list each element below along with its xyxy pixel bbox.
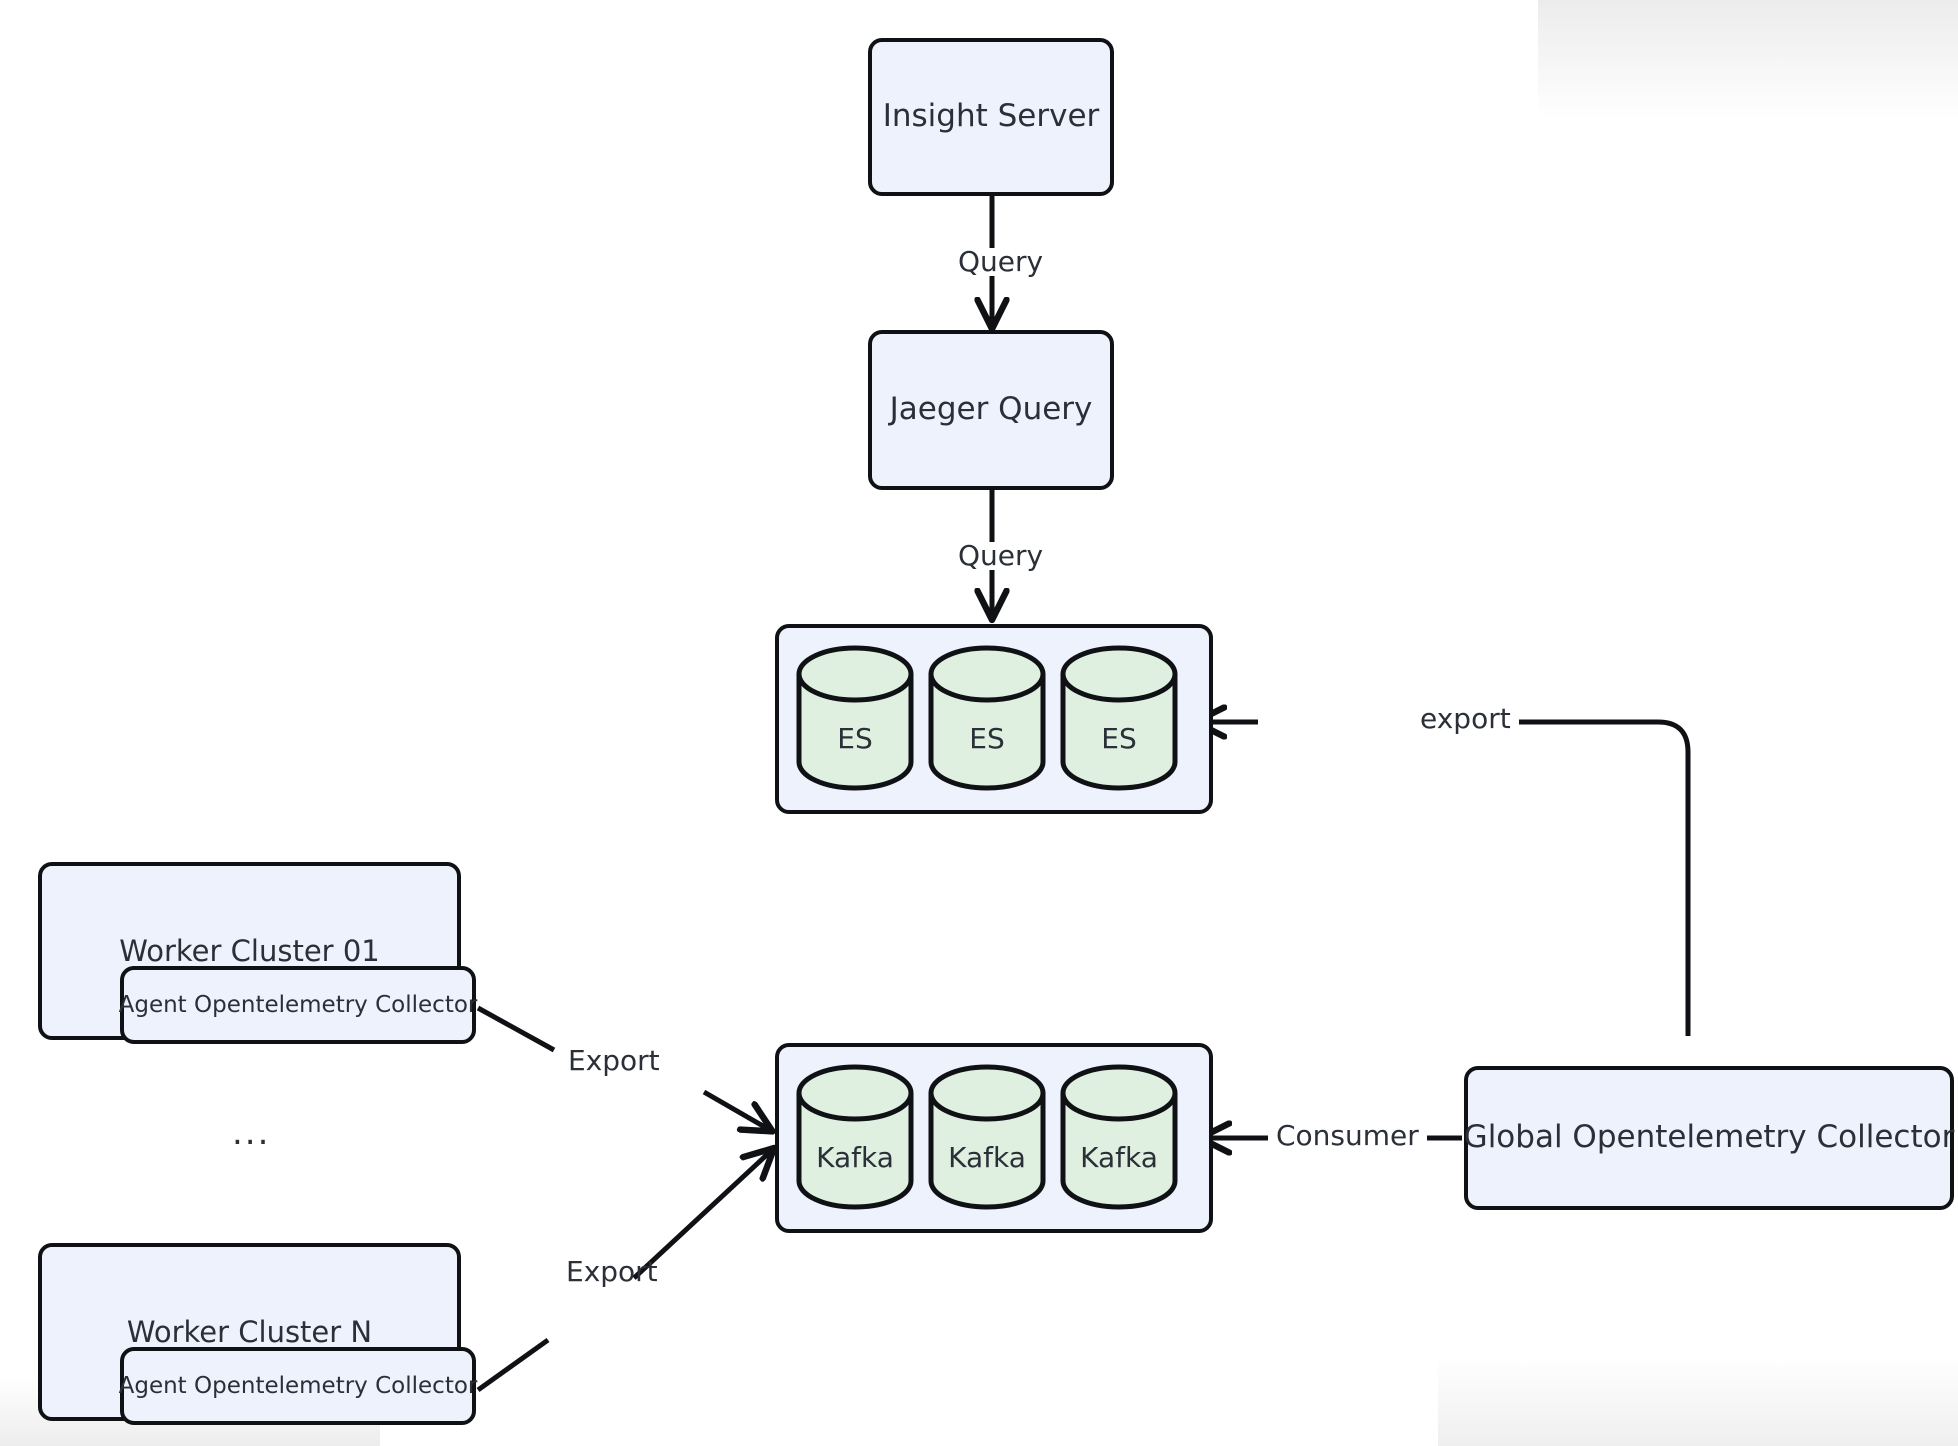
node-worker-cluster-n-agent[interactable]: Agent Opentelemetry Collector [118, 1347, 478, 1425]
node-jaeger-query[interactable]: Jaeger Query [868, 330, 1114, 490]
connector-global-to-es-right-segment [1480, 719, 1691, 1036]
node-insight-server[interactable]: Insight Server [868, 38, 1114, 196]
connector-workern-to-kafka-arrow [632, 1150, 772, 1280]
store-kafka-1[interactable]: Kafka [795, 1063, 915, 1211]
node-worker-cluster-01-agent[interactable]: Agent Opentelemetry Collector [118, 966, 478, 1044]
edge-label-export-workern-kafka: Export [566, 1255, 658, 1288]
store-es-3[interactable]: ES [1059, 644, 1179, 792]
store-kafka-2-label: Kafka [948, 1141, 1026, 1174]
node-worker-cluster-01-title: Worker Cluster 01 [119, 934, 380, 968]
connector-worker01-to-kafka-first-segment [476, 1005, 556, 1053]
connector-workern-to-kafka-first-segment [476, 1337, 550, 1393]
store-kafka-2[interactable]: Kafka [927, 1063, 1047, 1211]
store-kafka-3[interactable]: Kafka [1059, 1063, 1179, 1211]
worker-cluster-ellipsis: ... [232, 1113, 271, 1153]
store-kafka-1-label: Kafka [816, 1141, 894, 1174]
store-kafka-3-label: Kafka [1080, 1141, 1158, 1174]
node-insight-server-label: Insight Server [882, 98, 1100, 135]
node-global-opentelemetry-collector[interactable]: Global Opentelemetry Collector [1464, 1066, 1954, 1210]
edge-label-query-insight-jaeger: Query [950, 248, 1052, 276]
edge-label-export-global-es: export [1412, 705, 1519, 733]
store-es-2-label: ES [969, 722, 1005, 755]
node-worker-cluster-n-title: Worker Cluster N [126, 1315, 373, 1349]
edge-label-consumer-kafka-global: Consumer [1268, 1122, 1427, 1150]
connector-worker01-to-kafka-arrow [702, 1089, 770, 1130]
node-global-opentelemetry-collector-label: Global Opentelemetry Collector [1463, 1119, 1955, 1156]
node-worker-cluster-01-agent-label: Agent Opentelemetry Collector [118, 992, 478, 1018]
node-jaeger-query-label: Jaeger Query [889, 391, 1093, 428]
edge-label-export-worker01-kafka: Export [568, 1044, 660, 1077]
store-es-2[interactable]: ES [927, 644, 1047, 792]
node-worker-cluster-n-agent-label: Agent Opentelemetry Collector [118, 1373, 478, 1399]
store-es-3-label: ES [1101, 722, 1137, 755]
store-es-1-label: ES [837, 722, 873, 755]
edge-label-query-jaeger-es: Query [950, 542, 1052, 570]
store-es-1[interactable]: ES [795, 644, 915, 792]
